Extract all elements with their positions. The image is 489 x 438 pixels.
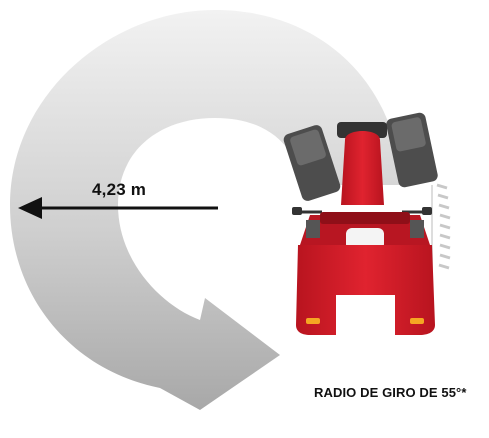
turning-radius-value: 4,23 m xyxy=(92,180,147,199)
tractor-icon xyxy=(283,112,438,335)
turning-arrow-icon xyxy=(10,10,400,410)
tyre-track-icon xyxy=(431,183,451,272)
radius-arrow-icon xyxy=(18,197,218,219)
turning-radius-caption: RADIO DE GIRO DE 55°* xyxy=(314,385,467,400)
